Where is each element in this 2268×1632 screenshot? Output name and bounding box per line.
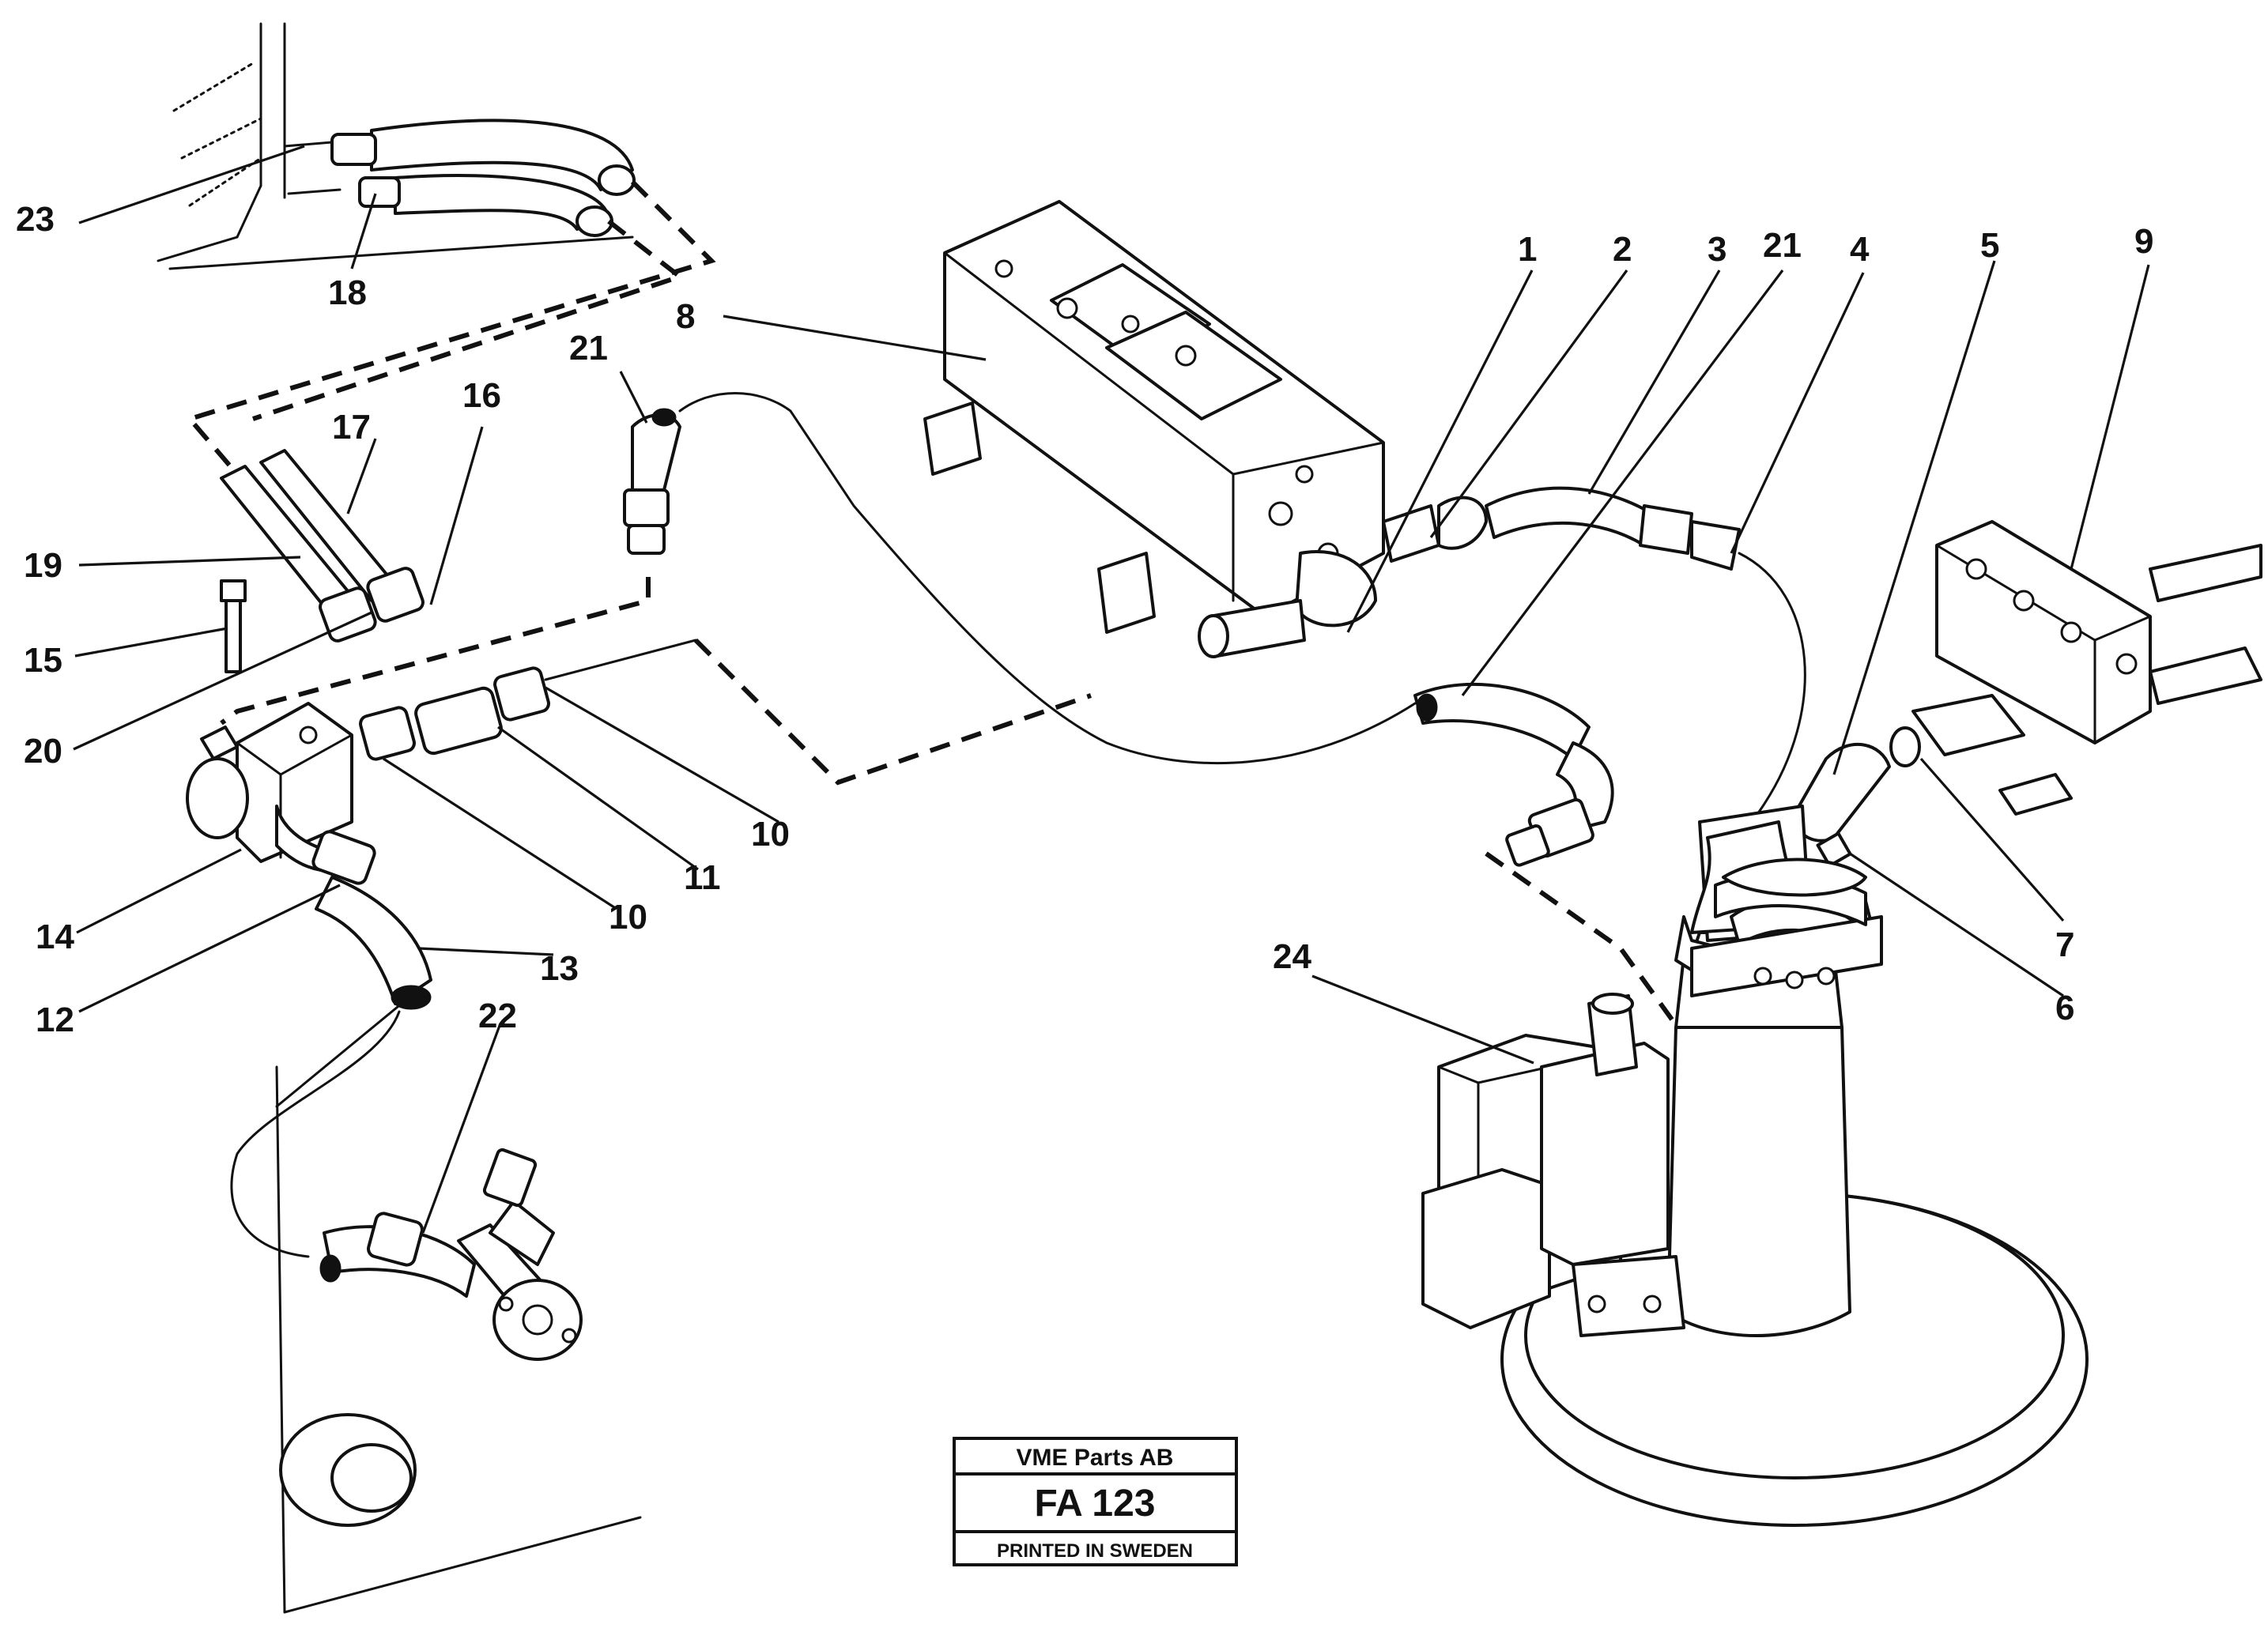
- callout-14: 14: [36, 918, 74, 956]
- callout-22: 22: [478, 997, 517, 1035]
- callout-7: 7: [2055, 925, 2074, 964]
- callout-21-left: 21: [569, 329, 608, 367]
- callout-20: 20: [24, 732, 62, 771]
- hose-21-center: [1413, 682, 1614, 867]
- hose-routes: [230, 392, 1417, 1258]
- callout-24: 24: [1273, 937, 1311, 976]
- callout-15: 15: [24, 641, 62, 680]
- manifold-block: [186, 702, 357, 873]
- parts-stamp: VME Parts AB FA 123 PRINTED IN SWEDEN: [953, 1437, 1238, 1566]
- callout-21-right: 21: [1763, 226, 1802, 265]
- callout-13: 13: [540, 949, 579, 988]
- callout-3: 3: [1708, 230, 1726, 269]
- callout-12: 12: [36, 1001, 74, 1039]
- callout-23: 23: [16, 200, 55, 239]
- leader-lines: [73, 145, 2150, 1234]
- filter-22: [319, 1148, 583, 1361]
- callout-5: 5: [1980, 226, 1999, 265]
- callout-labels: 1 2 3 21 4 5 9 7 6 8 21 16 17 23 18 19 1…: [16, 200, 2153, 1039]
- callout-10-left: 10: [609, 898, 647, 937]
- auxiliary-valve-block: [1911, 520, 2262, 816]
- callout-11: 11: [684, 858, 721, 897]
- adapter-5: [1793, 726, 1921, 868]
- upper-hose-pair: [283, 119, 636, 237]
- stamp-company: VME Parts AB: [1017, 1445, 1174, 1471]
- callout-9: 9: [2134, 222, 2153, 261]
- callout-2: 2: [1613, 230, 1632, 269]
- hose-section-10-11: [359, 639, 697, 761]
- stamp-code: FA 123: [1035, 1483, 1156, 1525]
- callout-16: 16: [462, 376, 501, 415]
- frame-edge: [275, 994, 642, 1614]
- hose-assembly-3: [1382, 486, 1806, 843]
- stamp-printed: PRINTED IN SWEDEN: [997, 1540, 1193, 1562]
- pump-unit: [1421, 805, 2089, 1527]
- callout-4: 4: [1850, 230, 1870, 269]
- callout-19: 19: [24, 546, 62, 585]
- fitting-21-left: [623, 408, 681, 555]
- callout-10-right: 10: [751, 815, 790, 854]
- hose-elbow-13: [311, 830, 432, 1010]
- dashed-connections: [185, 179, 1674, 1021]
- callout-1: 1: [1518, 230, 1537, 269]
- bolt-15: [220, 579, 247, 673]
- callout-6: 6: [2055, 989, 2074, 1027]
- callout-17: 17: [332, 408, 371, 447]
- control-valve-block: [923, 200, 1385, 658]
- callout-18: 18: [328, 273, 367, 312]
- callout-8: 8: [676, 297, 695, 336]
- hoses-16-17-19: [220, 449, 425, 643]
